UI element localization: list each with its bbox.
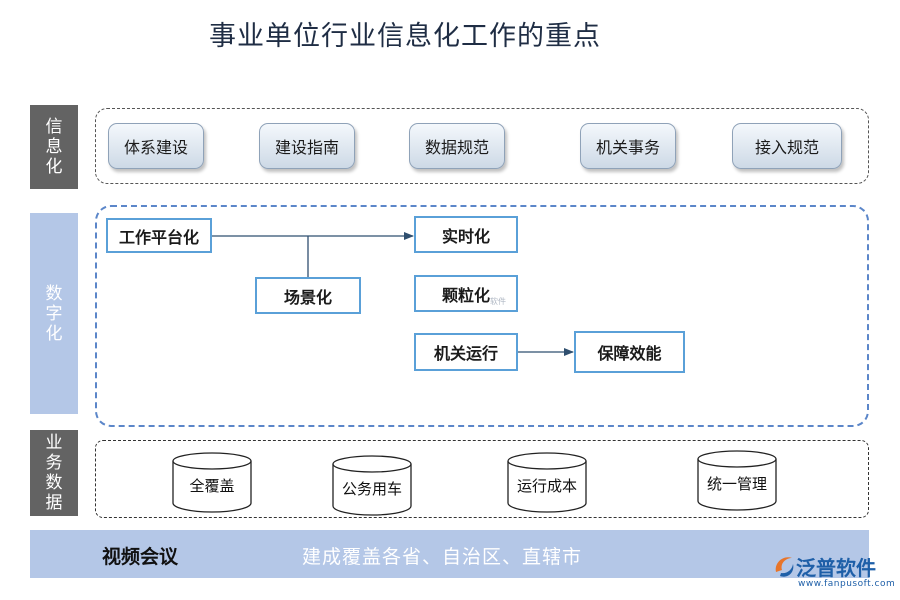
cylinder-icon xyxy=(697,450,777,511)
node-efficiency: 保障效能 xyxy=(574,331,685,373)
layer-label-digitization-text: 数字化 xyxy=(45,283,63,344)
brand-swirl-icon xyxy=(775,557,794,577)
digitization-panel xyxy=(95,205,869,427)
video-conference-band: 视频会议 建成覆盖各省、自治区、直辖市 xyxy=(30,530,869,578)
data-item-label: 全覆盖 xyxy=(189,477,235,495)
data-item-official-vehicles: 公务用车 xyxy=(332,454,412,518)
node-granular: 颗粒化 xyxy=(414,275,518,312)
footer-text: 建成覆盖各省、自治区、直辖市 xyxy=(302,546,583,568)
layer-label-informatization: 信息化 xyxy=(30,105,78,189)
layer-label-business-data: 业务数据 xyxy=(30,430,78,516)
cylinder-icon xyxy=(172,452,252,513)
layer-label-digitization: 数字化 xyxy=(30,213,78,414)
node-scenario: 场景化 xyxy=(255,277,361,314)
info-item-system-building: 体系建设 xyxy=(108,123,204,169)
watermark-text: 软件 xyxy=(490,297,506,306)
node-work-platform: 工作平台化 xyxy=(106,218,212,253)
brand-url: www.fanpusoft.com xyxy=(798,579,896,589)
info-item-data-standard: 数据规范 xyxy=(409,123,505,169)
data-item-operating-cost: 运行成本 xyxy=(507,451,587,515)
data-item-full-coverage: 全覆盖 xyxy=(172,451,252,515)
info-item-agency-affairs: 机关事务 xyxy=(580,123,676,169)
informatization-panel xyxy=(95,108,869,184)
page-title: 事业单位行业信息化工作的重点 xyxy=(209,21,601,52)
data-item-label: 运行成本 xyxy=(516,477,577,495)
brand-name: 泛普软件 xyxy=(796,556,876,580)
cylinder-icon xyxy=(332,455,412,516)
node-agency-ops: 机关运行 xyxy=(414,333,518,371)
cylinder-icon xyxy=(507,452,587,513)
brand-logo: 泛普软件 www.fanpusoft.com xyxy=(772,552,896,598)
data-item-label: 公务用车 xyxy=(341,480,402,498)
data-item-label: 统一管理 xyxy=(706,475,767,493)
layer-label-business-data-text: 业务数据 xyxy=(45,433,63,513)
node-realtime: 实时化 xyxy=(414,216,518,253)
info-item-construction-guide: 建设指南 xyxy=(259,123,355,169)
footer-title: 视频会议 xyxy=(102,546,179,568)
info-item-access-standard: 接入规范 xyxy=(732,123,842,169)
data-item-unified-management: 统一管理 xyxy=(697,449,777,513)
layer-label-informatization-text: 信息化 xyxy=(45,117,63,177)
business-data-panel xyxy=(95,440,869,518)
